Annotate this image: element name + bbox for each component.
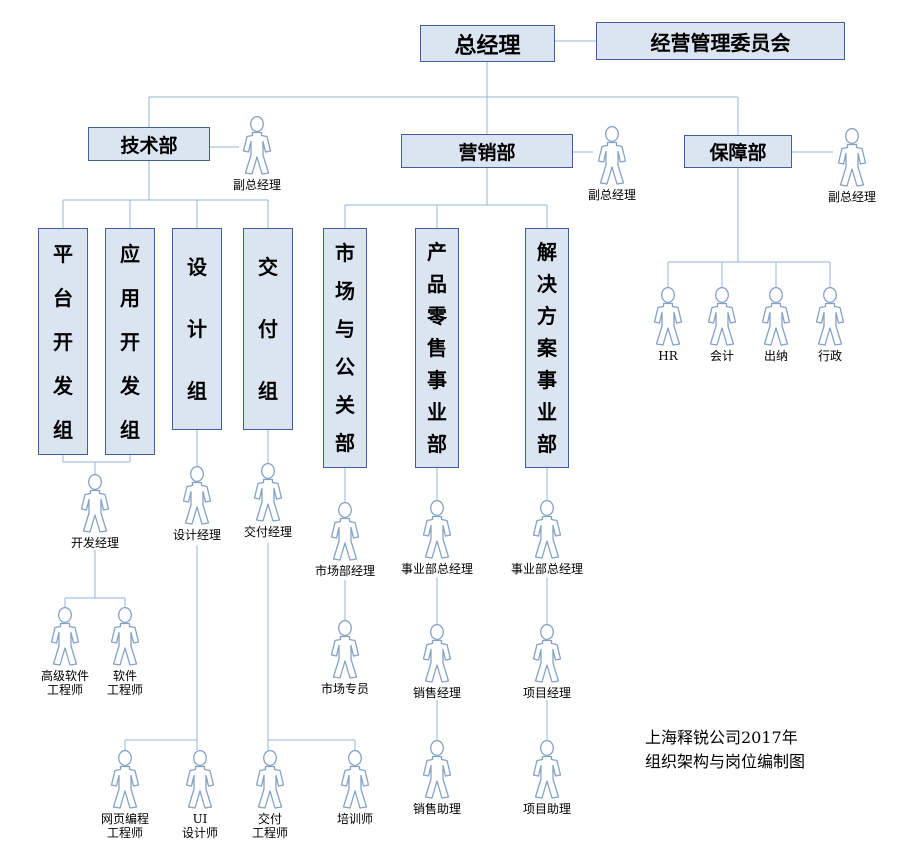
person-delivery-engineer: 交付 工程师 <box>250 750 290 840</box>
person-icon <box>532 740 562 799</box>
node-label: 应用开发组 <box>120 241 140 442</box>
person-label: 事业部总经理 <box>400 562 474 576</box>
person-icon <box>653 287 683 346</box>
person-trainer: 培训师 <box>335 750 375 826</box>
person-bu-gm-solutions: 事业部总经理 <box>511 500 583 576</box>
person-icon <box>422 500 452 559</box>
person-project-manager: 项目经理 <box>523 624 571 700</box>
person-accountant: 会计 <box>702 287 742 363</box>
person-label: 设计经理 <box>172 528 222 542</box>
person-deputy-gm-tech: 副总经理 <box>233 116 281 192</box>
person-web-programmer: 网页编程 工程师 <box>101 750 149 840</box>
node-solutions-bu: 解决方案事业部 <box>525 228 569 468</box>
node-design-group: 设计组 <box>172 228 222 430</box>
person-icon <box>80 474 110 533</box>
person-icon <box>110 607 140 666</box>
person-label: HR <box>658 349 678 363</box>
person-label: 副总经理 <box>828 190 877 204</box>
person-icon <box>330 620 360 679</box>
person-deputy-gm-marketing: 副总经理 <box>588 126 636 202</box>
node-platform-dev-group: 平台开发组 <box>38 228 88 455</box>
person-icon <box>532 624 562 683</box>
person-software-engineer: 软件 工程师 <box>105 607 145 697</box>
person-bu-gm-retail: 事业部总经理 <box>401 500 473 576</box>
person-icon <box>707 287 737 346</box>
person-label: 交付经理 <box>243 525 293 539</box>
person-sales-assistant: 销售助理 <box>413 740 461 816</box>
person-label: 市场部经理 <box>314 564 376 578</box>
node-tech-dept: 技术部 <box>88 127 210 161</box>
person-label: UI 设计师 <box>181 812 218 840</box>
person-icon <box>597 126 627 185</box>
person-hr: HR <box>648 287 688 363</box>
caption-line-1: 上海释锐公司2017年 <box>645 728 798 747</box>
person-label: 出纳 <box>763 349 788 363</box>
person-admin: 行政 <box>810 287 850 363</box>
person-delivery-manager: 交付经理 <box>244 463 292 539</box>
person-label: 网页编程 工程师 <box>100 812 150 840</box>
person-label: 销售助理 <box>412 802 462 816</box>
node-market-pr-dept: 市场与公关部 <box>323 228 367 468</box>
node-label: 产品零售事业部 <box>427 240 447 456</box>
node-label: 设计组 <box>187 255 207 403</box>
person-label: 高级软件 工程师 <box>40 669 90 697</box>
node-product-retail-bu: 产品零售事业部 <box>415 228 459 468</box>
chart-caption: 上海释锐公司2017年 组织架构与岗位编制图 <box>645 726 805 774</box>
person-icon <box>255 750 285 809</box>
person-senior-software-engineer: 高级软件 工程师 <box>41 607 89 697</box>
node-general-manager: 总经理 <box>420 25 555 62</box>
node-label: 市场与公关部 <box>335 241 355 455</box>
caption-line-2: 组织架构与岗位编制图 <box>645 752 806 771</box>
node-label: 交付组 <box>258 255 278 403</box>
person-label: 行政 <box>817 349 842 363</box>
node-marketing-dept: 营销部 <box>401 134 573 168</box>
person-label: 副总经理 <box>587 188 637 202</box>
person-label: 项目经理 <box>522 686 572 700</box>
person-icon <box>815 287 845 346</box>
person-label: 副总经理 <box>232 178 282 192</box>
person-deputy-gm-support: 副总经理 <box>828 128 876 204</box>
node-label: 平台开发组 <box>53 241 73 442</box>
person-cashier: 出纳 <box>756 287 796 363</box>
person-label: 项目助理 <box>522 802 572 816</box>
person-ui-designer: UI 设计师 <box>180 750 220 840</box>
person-icon <box>185 750 215 809</box>
person-icon <box>50 607 80 666</box>
person-label: 销售经理 <box>412 686 462 700</box>
person-icon <box>837 128 867 187</box>
node-label: 解决方案事业部 <box>537 240 557 456</box>
person-label: 软件 工程师 <box>106 669 143 697</box>
person-sales-manager: 销售经理 <box>413 624 461 700</box>
node-app-dev-group: 应用开发组 <box>105 228 155 455</box>
person-icon <box>182 466 212 525</box>
node-delivery-group: 交付组 <box>243 228 293 430</box>
node-management-committee: 经营管理委员会 <box>596 22 845 60</box>
person-icon <box>110 750 140 809</box>
person-design-manager: 设计经理 <box>173 466 221 542</box>
person-label: 开发经理 <box>70 536 120 550</box>
person-icon <box>330 502 360 561</box>
person-icon <box>422 624 452 683</box>
person-label: 会计 <box>709 349 734 363</box>
person-dev-manager: 开发经理 <box>71 474 119 550</box>
person-label: 交付 工程师 <box>251 812 288 840</box>
person-icon <box>761 287 791 346</box>
person-icon <box>340 750 370 809</box>
person-label: 事业部总经理 <box>510 562 584 576</box>
node-support-dept: 保障部 <box>684 135 792 168</box>
person-icon <box>242 116 272 175</box>
person-label: 培训师 <box>336 812 373 826</box>
person-icon <box>532 500 562 559</box>
person-market-dept-manager: 市场部经理 <box>315 502 375 578</box>
person-market-specialist: 市场专员 <box>321 620 369 696</box>
person-icon <box>253 463 283 522</box>
person-project-assistant: 项目助理 <box>523 740 571 816</box>
person-icon <box>422 740 452 799</box>
person-label: 市场专员 <box>320 682 370 696</box>
